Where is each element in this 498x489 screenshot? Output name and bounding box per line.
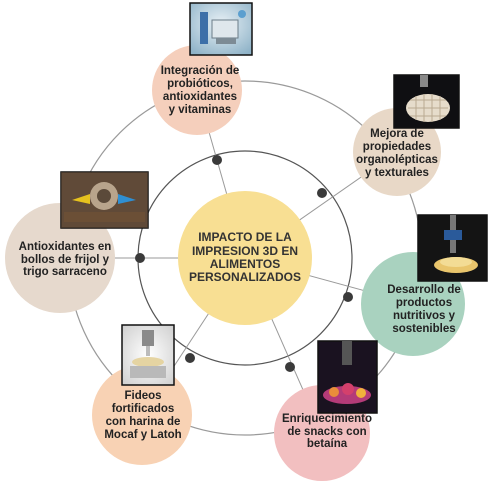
connector-dot-3 (285, 362, 295, 372)
connector-dot-5 (135, 253, 145, 263)
node-label-snacks: Enriquecimiento de snacks con betaína (281, 412, 373, 451)
connector-dot-2 (343, 292, 353, 302)
connector-dot-0 (212, 155, 222, 165)
3d-printer-lab-photo (189, 2, 253, 56)
noodle-printer-photo (121, 324, 175, 386)
connector-dot-1 (317, 188, 327, 198)
3d-printed-lattice-food-photo (393, 74, 460, 129)
bun-printing-nozzle-photo (60, 171, 149, 229)
node-label-noodles: Fideos fortificados con harina de Mocaf … (104, 390, 182, 441)
printed-snacks-photo (317, 340, 378, 414)
node-label-sustainable: Desarrollo de productos nutritivos y sos… (387, 284, 461, 335)
node-circle-0 (152, 45, 242, 135)
node-circle-4 (92, 365, 192, 465)
connector-dots (135, 155, 353, 372)
node-label-organoleptic: Mejora de propiedades organolépticas y t… (356, 128, 438, 179)
connector-dot-4 (185, 353, 195, 363)
node-label-probiotics: Integración de probióticos, antioxidante… (160, 65, 240, 116)
center-title: IMPACTO DE LA IMPRESION 3D EN ALIMENTOS … (188, 230, 301, 285)
node-circle-1 (353, 108, 441, 196)
node-circle-5 (5, 203, 115, 313)
center-circle (178, 191, 312, 325)
food-3d-printer-photo (417, 214, 488, 282)
node-label-antioxidants: Antioxidantes en bollos de frijol y trig… (18, 240, 112, 279)
